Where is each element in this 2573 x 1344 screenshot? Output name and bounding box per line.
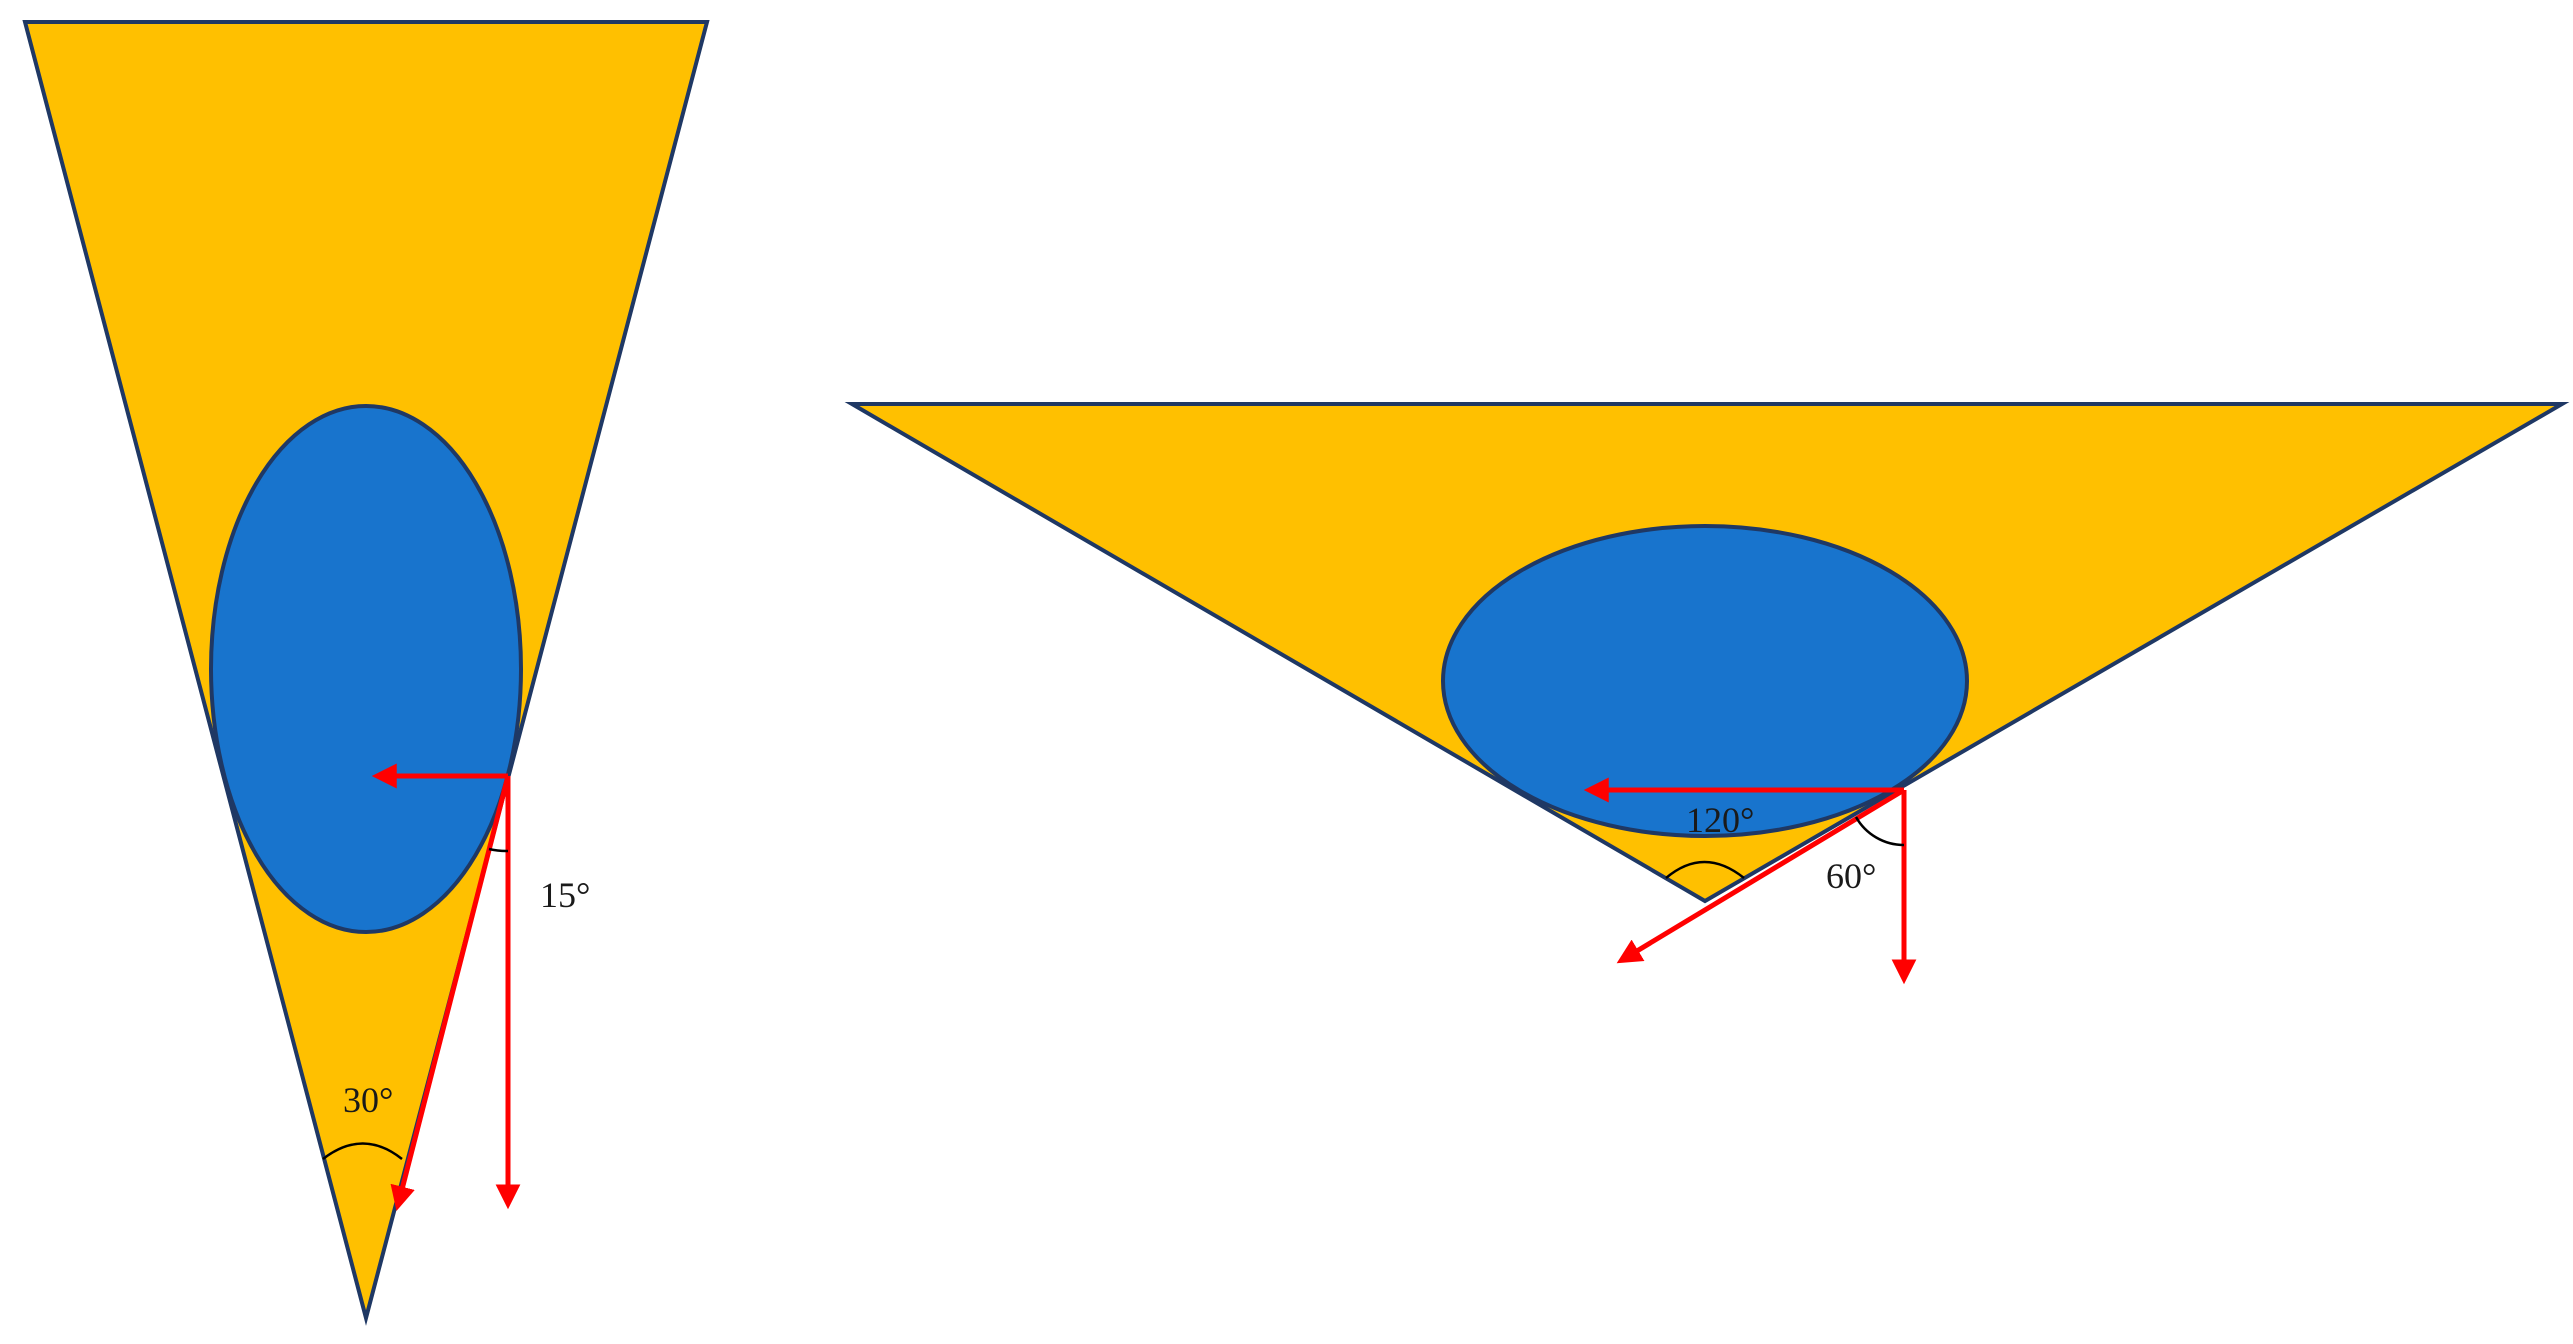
right-contact-angle-label: 60°: [1826, 856, 1876, 896]
right-apex-angle-label: 120°: [1686, 800, 1754, 840]
right-ellipse: [1441, 524, 1969, 838]
right-apex-angle-arc: [1665, 860, 1745, 879]
left-diagram: 30° 15°: [22, 20, 710, 1326]
left-apex-angle-arc: [322, 1142, 403, 1160]
left-apex-angle-label: 30°: [343, 1080, 393, 1120]
left-ellipse: [209, 404, 523, 934]
left-tangent-arrow: [390, 775, 511, 1212]
right-contact-angle-arc: [1854, 816, 1905, 847]
right-diagram: 120° 60°: [844, 402, 2570, 985]
left-contact-angle-label: 15°: [540, 875, 590, 915]
left-contact-angle-arc: [488, 847, 509, 853]
